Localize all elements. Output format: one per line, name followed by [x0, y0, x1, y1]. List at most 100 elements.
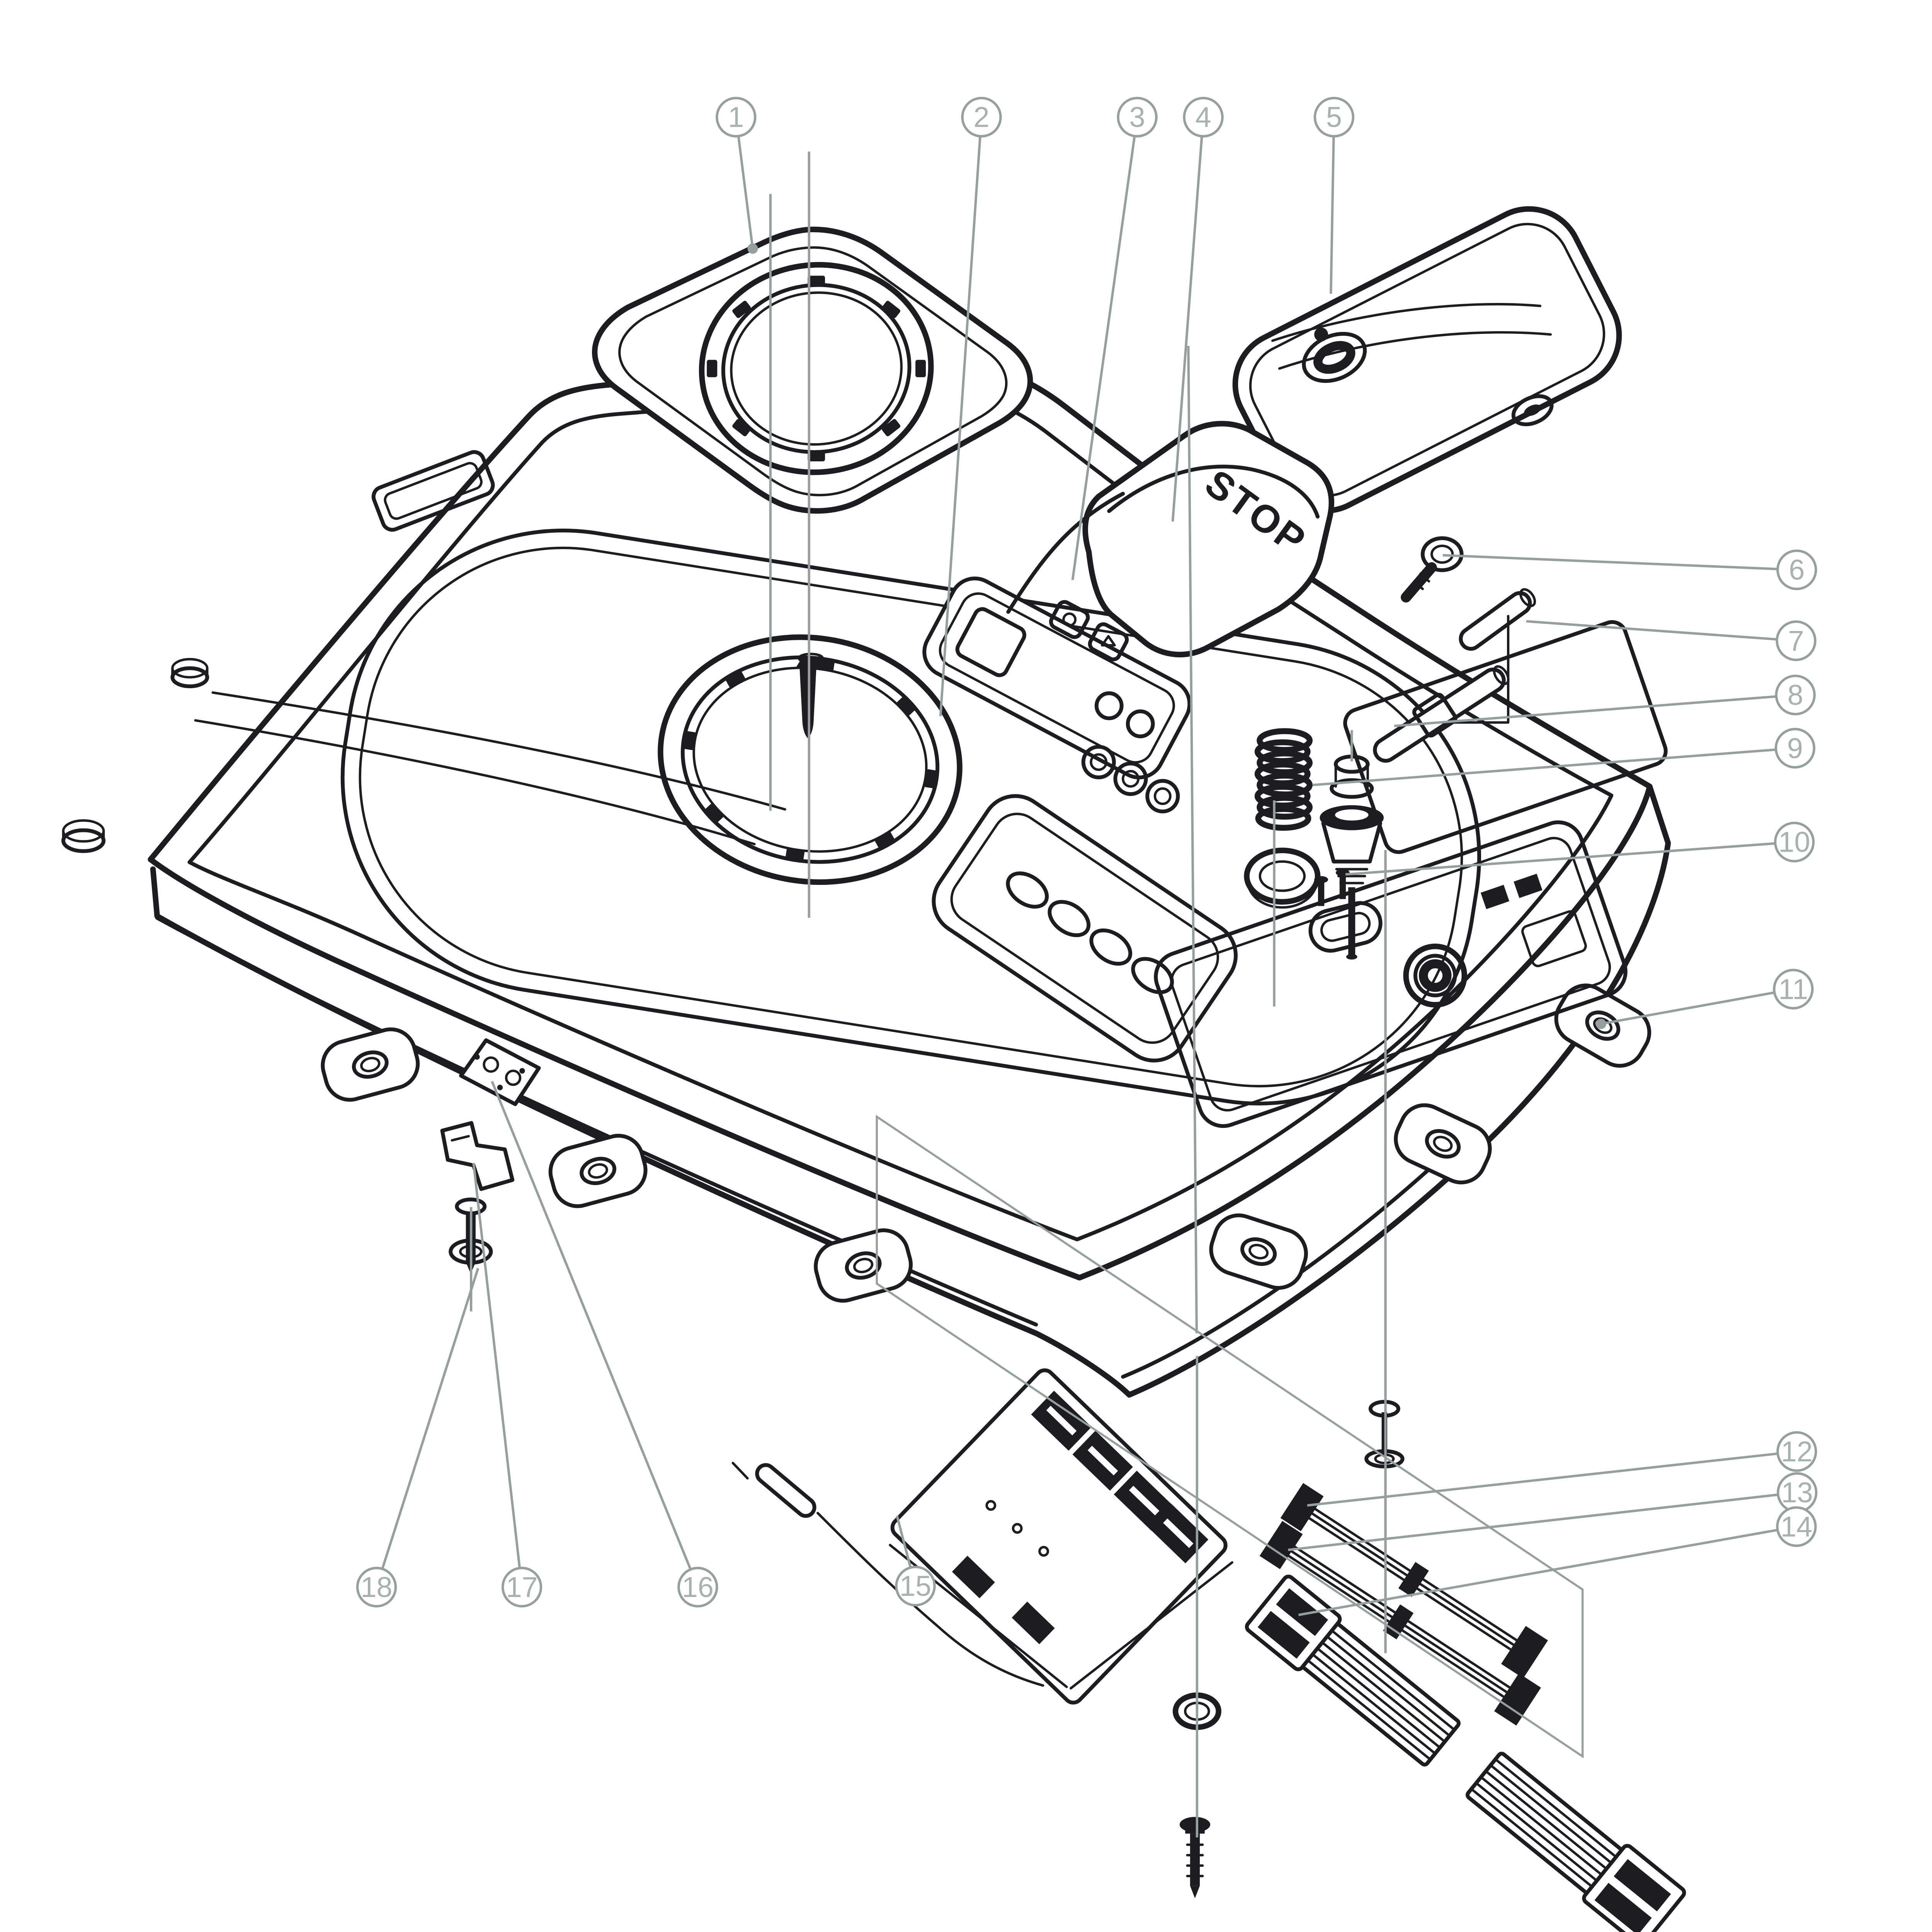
pin-pointer-elbow	[1441, 615, 1510, 724]
home-icon-button	[1088, 622, 1129, 662]
callout-18: 18	[356, 1268, 480, 1608]
center-platform-outer	[340, 529, 1481, 1105]
callout-bubble-16	[677, 1566, 718, 1608]
part-cup-boss	[1244, 847, 1321, 909]
callout-8: 8	[1394, 674, 1816, 727]
part-cable-13	[1259, 1521, 1541, 1726]
cover-latch	[1302, 327, 1367, 383]
mounting-plane-outline	[876, 1114, 1584, 1759]
power-icon-button	[1049, 600, 1090, 639]
body-crease-lines	[194, 691, 786, 845]
display-window	[955, 607, 1026, 677]
mounting-ears	[321, 983, 1651, 1303]
callout-bubble-7	[1776, 620, 1816, 661]
callout-bubble-8	[1775, 674, 1816, 716]
leader-line-9	[1312, 747, 1795, 786]
leader-line-14	[1298, 1525, 1797, 1616]
part-pcb	[731, 1368, 1233, 1705]
leader-line-11	[1600, 988, 1794, 1025]
callout-number-3: 3	[1129, 101, 1145, 133]
callout-14: 14	[1298, 1506, 1817, 1616]
leader-dot-1	[747, 243, 758, 254]
callout-number-4: 4	[1196, 101, 1211, 133]
keypad-button	[1126, 709, 1155, 738]
plate-outline	[592, 226, 1033, 514]
callout-number-16: 16	[682, 1571, 714, 1603]
callout-number-7: 7	[1788, 625, 1804, 657]
callout-bubble-3	[1117, 97, 1158, 138]
callout-number-13: 13	[1781, 1476, 1813, 1509]
callout-number-2: 2	[974, 101, 990, 133]
part-pin-7	[1459, 588, 1536, 651]
callout-bubble-15	[895, 1566, 936, 1607]
keypad-oval-keys	[1006, 871, 1174, 994]
left-tip-bosses	[61, 658, 209, 853]
part-main-cover-body	[61, 358, 1671, 1398]
leader-line-16	[491, 1081, 699, 1588]
stop-housing-outline	[1082, 421, 1334, 658]
callout-bubble-14	[1776, 1506, 1817, 1547]
part-spring-9a	[1254, 728, 1313, 831]
right-compartment-bay	[1343, 620, 1668, 854]
leader-line-7	[1526, 620, 1796, 642]
leader-line-5	[1330, 117, 1335, 294]
keypad-washer-row	[1081, 745, 1180, 814]
reference-axes	[470, 151, 1387, 1838]
callout-bubble-2	[961, 97, 1002, 138]
part-round-boss	[1403, 943, 1468, 1008]
callout-bubble-6	[1776, 549, 1817, 590]
callout-2: 2	[939, 97, 1002, 716]
callout-4: 4	[1171, 97, 1224, 522]
part-sensor-9	[1320, 754, 1384, 960]
leader-line-3	[1071, 117, 1139, 580]
callout-10: 10	[1345, 821, 1815, 876]
callout-number-5: 5	[1326, 101, 1342, 133]
callout-bubble-12	[1776, 1431, 1817, 1472]
keypad-lower-recess	[932, 794, 1238, 1063]
leader-line-13	[1288, 1491, 1798, 1551]
leader-line-2	[939, 117, 983, 716]
callout-number-12: 12	[1781, 1435, 1813, 1468]
callout-number-6: 6	[1789, 554, 1804, 586]
leader-line-12	[1307, 1450, 1797, 1507]
leader-line-1	[735, 117, 754, 249]
part-cable-12	[1280, 1483, 1548, 1679]
callout-number-8: 8	[1787, 679, 1803, 711]
part-oval-boss	[1308, 901, 1383, 953]
body-inner-rim	[187, 389, 1614, 1242]
part-bracket-16	[459, 1038, 541, 1106]
plate-ring	[699, 262, 934, 475]
callout-bubble-5	[1313, 97, 1355, 138]
leader-line-10	[1345, 841, 1794, 876]
callout-number-15: 15	[900, 1570, 931, 1602]
housing-support-arm	[1006, 492, 1125, 614]
part-bottom-screw	[1179, 1817, 1211, 1898]
part-pin-8	[1373, 615, 1510, 763]
callout-15: 15	[895, 1515, 936, 1607]
callout-bubble-17	[501, 1566, 543, 1608]
pcb-antenna-wire	[731, 1462, 1044, 1687]
callout-12: 12	[1307, 1431, 1817, 1507]
callout-number-11: 11	[1779, 973, 1808, 1005]
callout-7: 7	[1526, 620, 1816, 661]
callout-bubble-9	[1774, 728, 1816, 769]
callout-9: 9	[1312, 728, 1816, 786]
callout-11: 11	[1595, 969, 1814, 1029]
callout-number-9: 9	[1787, 732, 1803, 764]
callout-16: 16	[491, 1081, 718, 1608]
callout-number-14: 14	[1781, 1510, 1812, 1543]
part-hook-17	[440, 1121, 515, 1191]
callout-bubble-10	[1774, 821, 1815, 862]
callout-1: 1	[716, 97, 758, 254]
callout-number-10: 10	[1779, 826, 1810, 858]
part-stop-housing: STOP	[1006, 421, 1334, 662]
callout-number-17: 17	[506, 1571, 538, 1603]
top-left-port	[371, 450, 495, 532]
part-cable-14	[1245, 1575, 1686, 1932]
center-platform-inner	[359, 546, 1463, 1088]
leader-line-17	[472, 1163, 523, 1587]
pcb-connectors	[952, 1391, 1209, 1645]
